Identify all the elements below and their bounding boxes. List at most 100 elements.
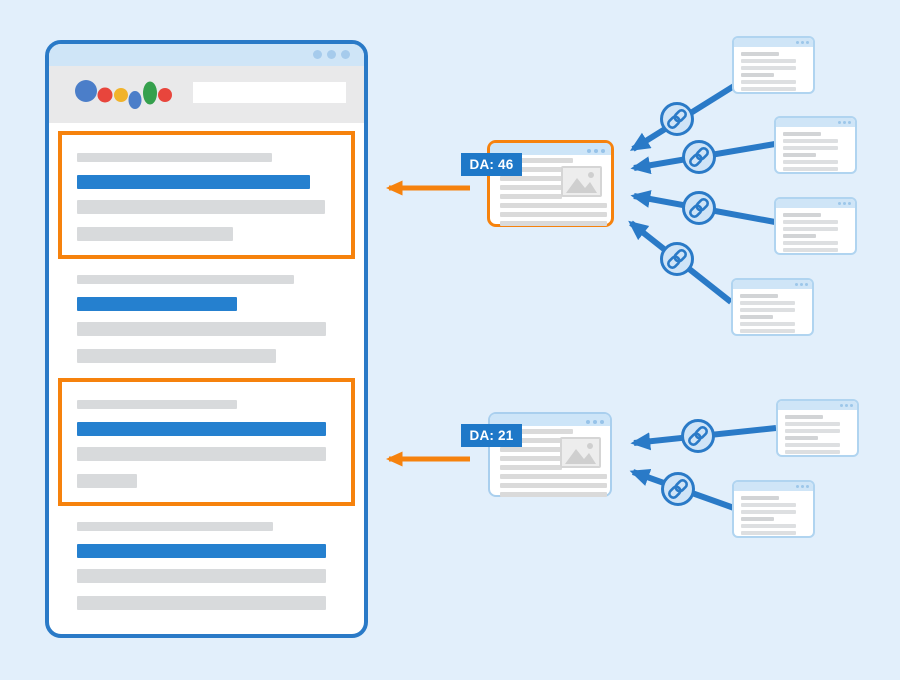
mini-text-lines [734, 47, 813, 91]
text-line-bar [741, 80, 797, 84]
search-result [58, 275, 355, 363]
text-line-bar [500, 194, 562, 199]
text-line-bar [741, 52, 779, 56]
text-line-bar [500, 212, 607, 217]
text-line-bar [500, 203, 607, 208]
text-line-bar [500, 158, 573, 163]
page-text-lines [500, 474, 607, 497]
text-line-bar [740, 322, 796, 326]
page-text-lines [500, 429, 573, 470]
mini-text-lines [776, 127, 855, 171]
text-line-bar [500, 447, 573, 452]
browser-toolbar [49, 66, 364, 123]
result-url-bar [77, 275, 294, 284]
page-text-lines [500, 158, 573, 199]
text-line-bar [741, 503, 797, 507]
mini-titlebar [733, 280, 812, 289]
text-line-bar [741, 517, 774, 521]
text-line-bar [500, 185, 573, 190]
result-desc-bar [77, 322, 326, 336]
text-line-bar [500, 167, 573, 172]
result-url-bar [77, 400, 237, 409]
search-results-list [49, 123, 364, 610]
text-line-bar [500, 176, 573, 181]
backlink-site-card [776, 399, 859, 457]
target-page-card-low-da [488, 412, 612, 497]
text-line-bar [500, 483, 607, 488]
page-titlebar [490, 414, 610, 426]
text-line-bar [783, 132, 821, 136]
text-line-bar [500, 429, 573, 434]
result-url-bar [77, 522, 273, 531]
result-desc-bar [77, 349, 276, 363]
da-badge-high: DA: 46 [461, 153, 522, 176]
link-icon [661, 472, 695, 506]
text-line-bar [741, 524, 797, 528]
text-line-bar [783, 160, 839, 164]
result-desc-bar [77, 596, 326, 610]
text-line-bar [500, 465, 562, 470]
text-line-bar [500, 492, 607, 497]
text-line-bar [740, 329, 796, 333]
window-controls-icon [584, 140, 605, 158]
page-text-lines [500, 203, 607, 226]
mini-text-lines [734, 491, 813, 535]
text-line-bar [783, 220, 839, 224]
mini-titlebar [776, 118, 855, 127]
image-placeholder-icon [560, 437, 601, 468]
mini-text-lines [778, 410, 857, 454]
text-line-bar [741, 59, 797, 63]
text-line-bar [741, 66, 797, 70]
link-icon [682, 191, 716, 225]
text-line-bar [785, 436, 818, 440]
text-line-bar [783, 248, 839, 252]
result-url-bar [77, 153, 272, 162]
backlink-site-card [732, 36, 815, 94]
text-line-bar [783, 139, 839, 143]
da-badge-low: DA: 21 [461, 424, 522, 447]
backlink-site-card [774, 197, 857, 255]
browser-titlebar [49, 44, 364, 66]
result-desc-bar [77, 200, 325, 214]
text-line-bar [785, 415, 823, 419]
search-result-highlighted [58, 378, 355, 506]
result-title-bar [77, 175, 310, 189]
window-controls-icon [308, 46, 350, 64]
mini-text-lines [733, 289, 812, 333]
link-icon [660, 102, 694, 136]
backlink-site-card [732, 480, 815, 538]
search-result-highlighted [58, 131, 355, 259]
mini-titlebar [734, 38, 813, 47]
text-line-bar [783, 153, 816, 157]
text-line-bar [783, 227, 839, 231]
text-line-bar [785, 443, 841, 447]
search-result [58, 522, 355, 610]
image-placeholder-icon [561, 166, 602, 197]
text-line-bar [500, 438, 573, 443]
text-line-bar [783, 213, 821, 217]
text-line-bar [500, 456, 573, 461]
text-line-bar [783, 241, 839, 245]
text-line-bar [783, 146, 839, 150]
text-line-bar [741, 510, 797, 514]
text-line-bar [741, 73, 774, 77]
window-controls-icon [583, 411, 604, 429]
mini-titlebar [734, 482, 813, 491]
text-line-bar [740, 315, 773, 319]
result-desc-bar [77, 447, 326, 461]
link-icon [681, 419, 715, 453]
search-input [193, 82, 346, 103]
text-line-bar [741, 87, 797, 91]
mini-titlebar [778, 401, 857, 410]
backlink-site-card [774, 116, 857, 174]
link-icon [682, 140, 716, 174]
result-desc-bar [77, 227, 233, 241]
text-line-bar [741, 496, 779, 500]
browser-window [45, 40, 368, 638]
result-desc-bar [77, 569, 326, 583]
text-line-bar [783, 167, 839, 171]
text-line-bar [783, 234, 816, 238]
text-line-bar [785, 450, 841, 454]
